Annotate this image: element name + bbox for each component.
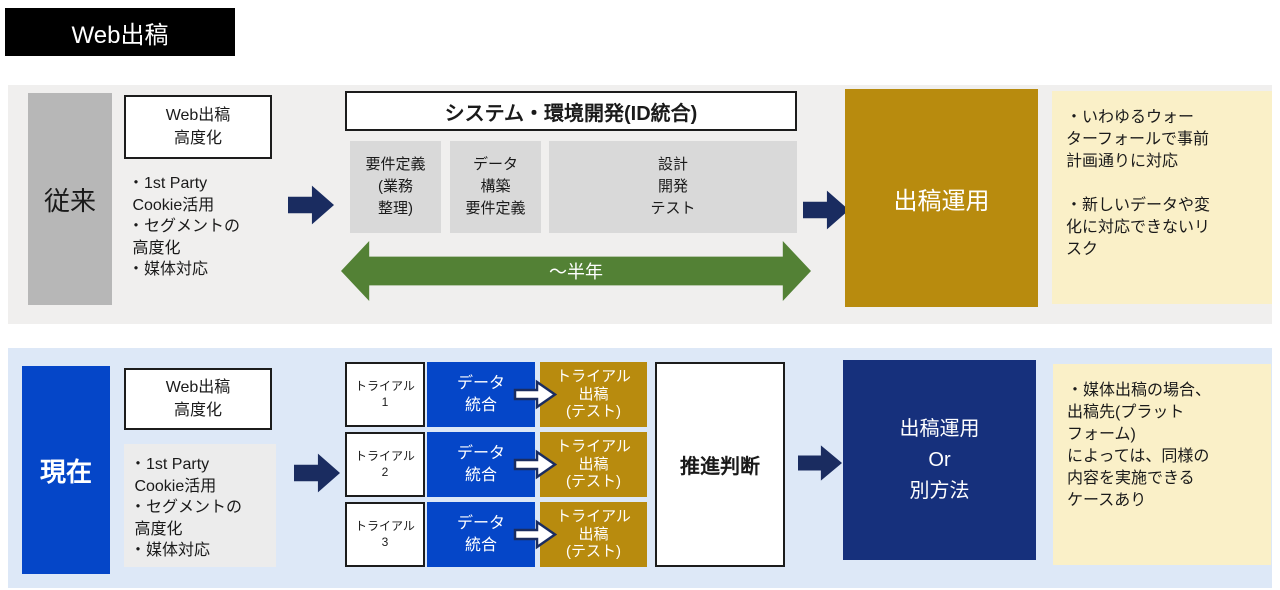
current-note: ・媒体出稿の場合、 出稿先(プラット フォーム) によっては、同様の 内容を実施…	[1053, 364, 1271, 565]
legacy-bullet-list: ・1st Party Cookie活用 ・セグメントの 高度化 ・媒体対応	[128, 175, 241, 279]
current-bullet-list: ・1st Party Cookie活用 ・セグメントの 高度化 ・媒体対応	[124, 444, 276, 567]
white-arrow-icon	[513, 379, 557, 410]
legacy-goal-box: Web出稿 高度化	[124, 95, 272, 159]
trial-row: トライアル 1 データ 統合 トライアル 出稿 (テスト)	[345, 362, 690, 427]
legacy-result-box: 出稿運用	[845, 89, 1038, 307]
arrow-right-icon	[803, 190, 849, 230]
duration-double-arrow-icon: 〜半年	[341, 241, 811, 301]
legacy-label: 従来	[28, 93, 112, 305]
arrow-right-icon	[798, 445, 842, 481]
page-title: Web出稿	[5, 8, 235, 56]
legacy-phase-requirements: 要件定義 (業務 整理)	[350, 141, 441, 233]
trial-data-integration-box: データ 統合	[427, 432, 535, 497]
trial-row: トライアル 3 データ 統合 トライアル 出稿 (テスト)	[345, 502, 690, 567]
legacy-section: 従来 Web出稿 高度化 ・1st Party Cookie活用 ・セグメントの…	[8, 85, 1272, 324]
legacy-dev-header: システム・環境開発(ID統合)	[345, 91, 797, 131]
trial-name-box: トライアル 3	[345, 502, 425, 567]
white-arrow-icon	[513, 519, 557, 550]
trial-data-integration-box: データ 統合	[427, 502, 535, 567]
trial-name-box: トライアル 1	[345, 362, 425, 427]
legacy-note: ・いわゆるウォー ターフォールで事前 計画通りに対応 ・新しいデータや変 化に対…	[1052, 91, 1272, 304]
trial-row: トライアル 2 データ 統合 トライアル 出稿 (テスト)	[345, 432, 690, 497]
current-goal-box: Web出稿 高度化	[124, 368, 272, 430]
current-section: 現在 Web出稿 高度化 ・1st Party Cookie活用 ・セグメントの…	[8, 348, 1272, 588]
trial-test-box: トライアル 出稿 (テスト)	[540, 362, 647, 427]
trial-test-box: トライアル 出稿 (テスト)	[540, 502, 647, 567]
decision-box: 推進判断	[655, 362, 785, 567]
legacy-phase-design-dev-test: 設計 開発 テスト	[549, 141, 797, 233]
current-label: 現在	[22, 366, 110, 574]
trial-name-box: トライアル 2	[345, 432, 425, 497]
page-title-label: Web出稿	[71, 21, 169, 49]
white-arrow-icon	[513, 449, 557, 480]
arrow-right-icon	[294, 453, 340, 493]
legacy-phase-data-build: データ 構築 要件定義	[450, 141, 541, 233]
current-result-box: 出稿運用 Or 別方法	[843, 360, 1036, 560]
trial-test-box: トライアル 出稿 (テスト)	[540, 432, 647, 497]
duration-label: 〜半年	[549, 262, 603, 282]
